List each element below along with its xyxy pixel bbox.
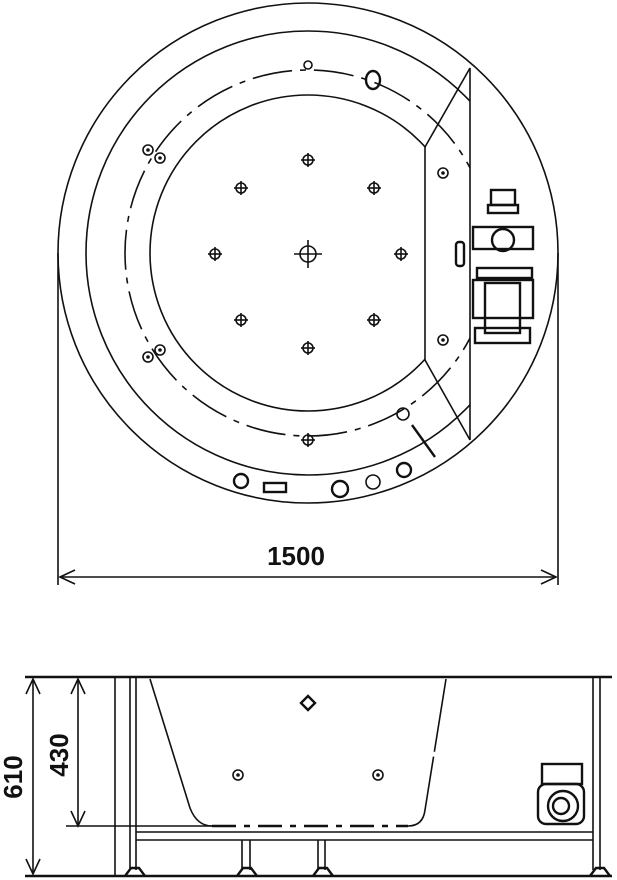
width-label: 1500 xyxy=(267,541,325,571)
controller-icon xyxy=(262,481,288,494)
side-pump-icon xyxy=(536,762,586,826)
light-icon xyxy=(365,474,381,490)
pump-icon xyxy=(471,188,535,345)
side-view xyxy=(25,675,612,878)
tub-wall-left xyxy=(149,678,213,827)
control-knob-icon xyxy=(232,472,250,490)
faucet-handle xyxy=(411,424,436,458)
pillow-jet-icon xyxy=(299,694,317,712)
total-height-label: 610 xyxy=(0,755,28,798)
height-dimension-610: 610 xyxy=(0,677,41,876)
valve-icon xyxy=(454,240,466,268)
overflow-icon xyxy=(364,69,382,91)
drain-icon xyxy=(294,240,322,268)
faucet-icon xyxy=(396,407,410,421)
top-view xyxy=(57,2,559,585)
width-dimension: 1500 xyxy=(58,541,558,585)
height-dimension-430: 430 xyxy=(44,677,212,828)
deck-edge xyxy=(85,30,470,476)
tub-wall-right xyxy=(407,678,447,827)
tub-depth-label: 430 xyxy=(44,733,74,776)
basin-edge xyxy=(149,94,425,412)
air-button-icon xyxy=(395,461,413,479)
speaker-icon xyxy=(330,479,350,499)
